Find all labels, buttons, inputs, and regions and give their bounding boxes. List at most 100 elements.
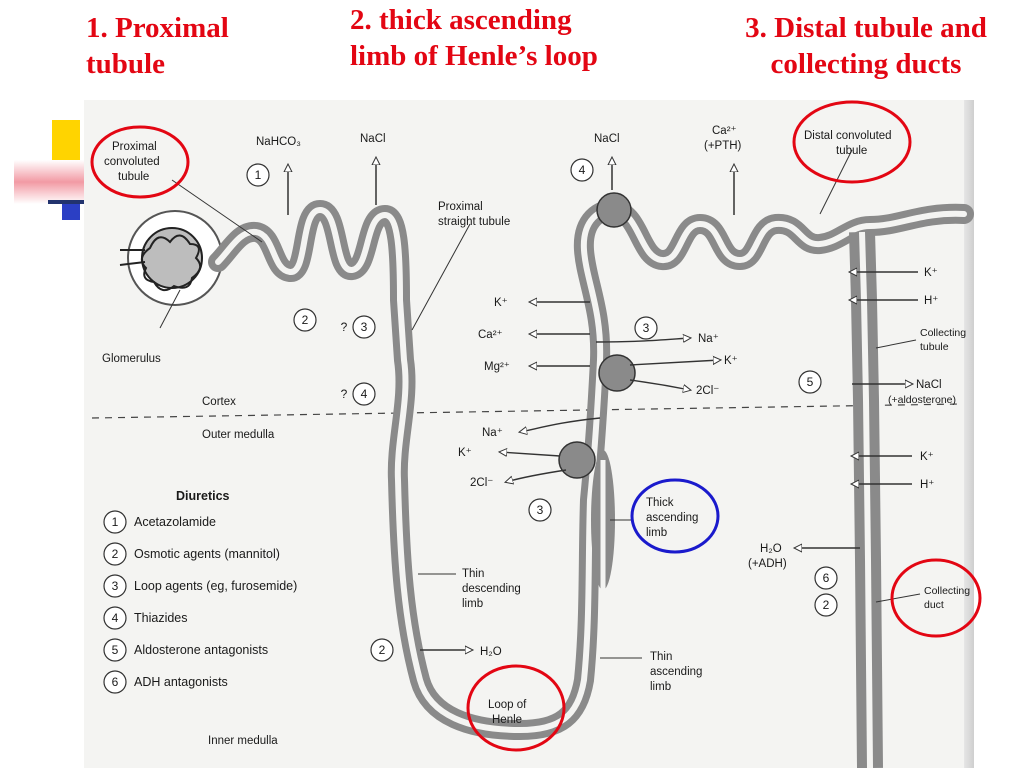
solute-k-in-upper: K⁺ [724,355,738,367]
title-line: 2. thick ascending [350,4,572,36]
title-line: collecting ducts [770,48,962,80]
glomerulus-shape [119,210,223,306]
solute-labels: NaHCO₃ NaCl NaCl Ca²⁺ (+PTH) K⁺ Ca²⁺ Mg²… [256,125,956,658]
solute-k-secreted-1: K⁺ [924,267,938,279]
label-thick-ascending-3: limb [646,527,667,539]
label-thick-ascending-1: Thick [646,497,674,509]
label-collecting-tubule-2: tubule [920,341,949,353]
label-inner-medulla: Inner medulla [208,735,278,747]
solute-k-in-lower: K⁺ [458,447,472,459]
marker-2-duct: 2 [823,598,830,612]
highlight-distal-convoluted [792,100,912,184]
legend-num-1: 1 [112,515,119,529]
decor-pink-bar [14,160,92,204]
title-line: 3. Distal tubule and [745,12,987,44]
legend-title: Diuretics [176,489,230,503]
legend-num-3: 3 [112,579,119,593]
title-line: 1. Proximal [86,12,229,44]
legend-num-5: 5 [112,643,119,657]
figure-panel [84,100,974,768]
site-marker-numbers: 1 2 3 4 4 3 3 5 6 2 2 ? ? [255,163,830,657]
solute-h2o-adh: H₂O [760,543,782,555]
marker-5: 5 [807,375,814,389]
legend-item-2: Osmotic agents (mannitol) [134,547,280,561]
label-collecting-tubule-1: Collecting [920,327,966,339]
cortex-medulla-boundary [91,403,961,419]
label-thin-ascending-2: ascending [650,666,702,678]
label-thick-ascending-2: ascending [646,512,698,524]
marker-1: 1 [255,168,262,182]
solute-nacl-distal: NaCl [594,133,620,145]
solute-aldosterone: (+aldosterone) [888,394,956,406]
label-collecting-duct-2: duct [924,599,944,611]
solute-cl-in-lower: 2Cl⁻ [470,477,493,489]
solute-na-in-lower: Na⁺ [482,427,503,439]
label-loop-henle-2: Henle [492,714,522,726]
title-line: limb of Henle’s loop [350,40,598,72]
label-proximal-straight-2: straight tubule [438,216,510,228]
title-distal-tubule: 3. Distal tubule and collecting ducts [708,10,1024,82]
label-glomerulus: Glomerulus [102,353,161,365]
structure-labels: Proximal convoluted tubule Glomerulus Pr… [102,130,970,747]
label-thin-descending-3: limb [462,598,483,610]
ion-arrows [420,272,918,650]
marker-3-thick-lower: 3 [537,503,544,517]
reabsorption-arrows [288,158,734,215]
legend-item-4: Thiazides [134,611,188,625]
transporter-nkcc-upper [598,354,636,392]
decor-line [48,200,88,204]
marker-4-proximal: 4 [361,387,368,401]
label-proximal-convoluted-1: Proximal [112,141,157,153]
title-proximal-tubule: 1. Proximal tubule [86,10,286,82]
label-distal-convoluted-1: Distal convoluted [804,130,892,142]
highlight-proximal-convoluted [90,125,190,199]
decor-blue-square [62,204,80,220]
decor-yellow-square [52,120,80,166]
marker-2-proximal: 2 [302,313,309,327]
title-line: tubule [86,48,165,80]
solute-cl-in-upper: 2Cl⁻ [696,385,719,397]
tubule-path [208,199,974,768]
solute-adh: (+ADH) [748,558,787,570]
label-proximal-straight-1: Proximal [438,201,483,213]
legend-item-5: Aldosterone antagonists [134,643,268,657]
label-collecting-duct-1: Collecting [924,585,970,597]
diuretics-legend: Diuretics 1 2 3 4 5 6 Acetazolamide Osmo… [103,489,297,694]
marker-3-proximal: 3 [361,320,368,334]
highlight-collecting-duct [890,558,982,638]
label-distal-convoluted-2: tubule [836,145,867,157]
label-thin-descending-1: Thin [462,568,484,580]
solute-k-out: K⁺ [494,297,508,309]
label-outer-medulla: Outer medulla [202,429,275,441]
highlight-loop-henle [466,664,566,752]
solute-h-secreted-1: H⁺ [924,295,938,307]
legend-item-3: Loop agents (eg, furosemide) [134,579,297,593]
highlight-thick-ascending [630,478,720,554]
transporter-nkcc-lower [558,441,596,479]
legend-num-2: 2 [112,547,119,561]
marker-question-1: ? [341,320,348,334]
label-loop-henle-1: Loop of [488,699,527,711]
transporter-macula [596,192,632,228]
solute-nahco3: NaHCO₃ [256,136,301,148]
label-thin-ascending-3: limb [650,681,671,693]
solute-na-in-upper: Na⁺ [698,333,719,345]
solute-nacl-aldo: NaCl [916,379,942,391]
marker-2-loop: 2 [379,643,386,657]
legend-num-4: 4 [112,611,119,625]
solute-pth: (+PTH) [704,140,742,152]
marker-3-thick-upper: 3 [643,321,650,335]
legend-item-1: Acetazolamide [134,515,216,529]
legend-item-6: ADH antagonists [134,675,228,689]
solute-h-secreted-2: H⁺ [920,479,934,491]
title-thick-ascending-limb: 2. thick ascending limb of Henle’s loop [350,2,690,74]
figure-page-edge [964,100,974,768]
legend-num-6: 6 [112,675,119,689]
solute-nacl-proximal: NaCl [360,133,386,145]
marker-4-distal: 4 [579,163,586,177]
marker-6: 6 [823,571,830,585]
site-markers [246,158,838,662]
solute-ca-out: Ca²⁺ [478,329,503,341]
solute-k-secreted-2: K⁺ [920,451,934,463]
label-thin-ascending-1: Thin [650,651,672,663]
